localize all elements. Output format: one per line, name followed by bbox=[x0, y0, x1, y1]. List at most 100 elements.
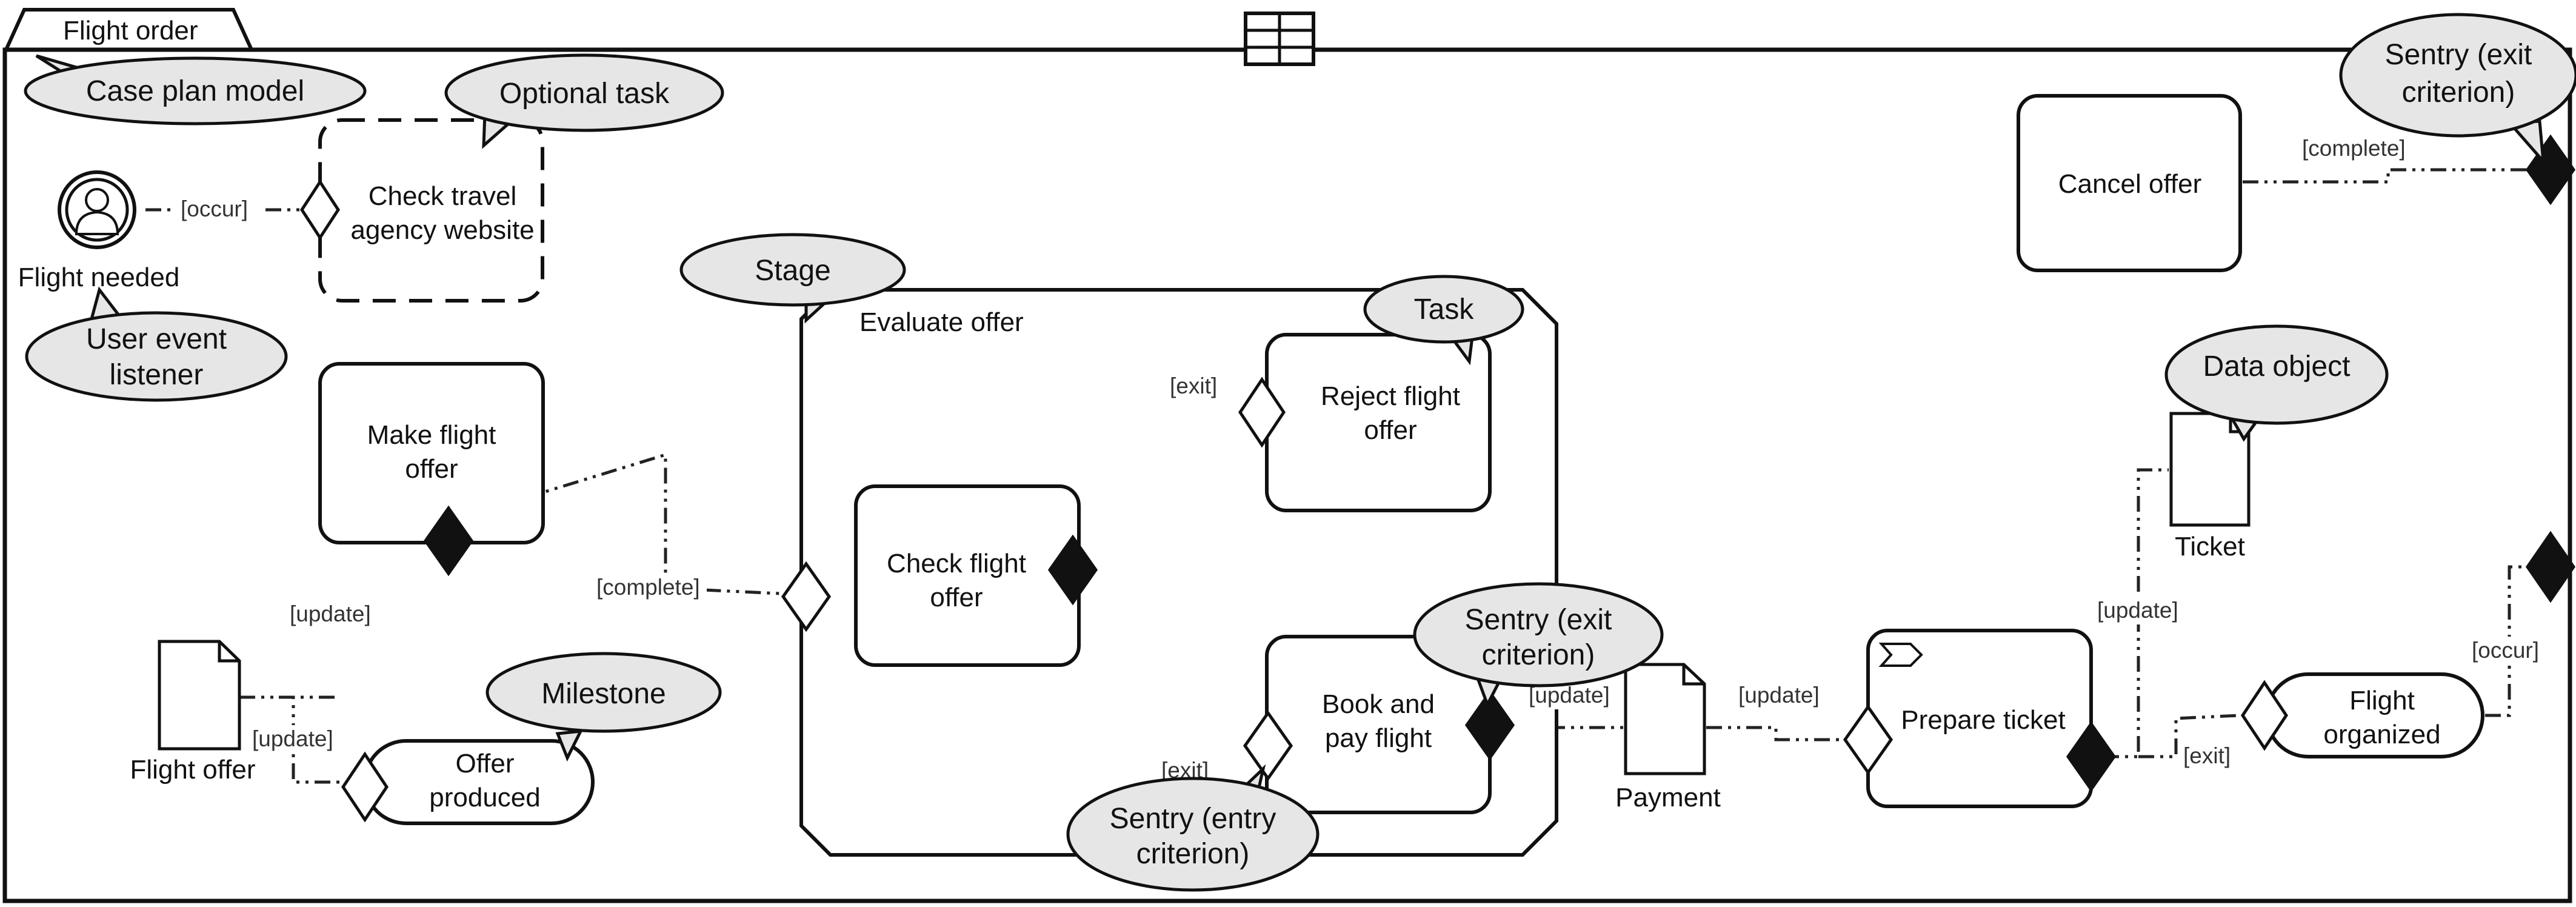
milestone-flight-organized[interactable]: Flight organized bbox=[2240, 672, 2484, 758]
update-1-bg bbox=[285, 600, 379, 628]
task-check-flight-label-1: Check flight bbox=[887, 549, 1026, 578]
complete-1-bg bbox=[593, 574, 707, 601]
payment-doc-fold bbox=[1682, 664, 1704, 686]
flight-offer-label: Flight offer bbox=[130, 755, 255, 785]
user-event-listener[interactable]: Flight needed bbox=[18, 170, 180, 292]
task-cancel-offer-box bbox=[2017, 94, 2242, 272]
entry-sentry-reject[interactable] bbox=[1238, 377, 1286, 448]
data-ticket[interactable]: Ticket bbox=[2169, 412, 2251, 561]
case-exit-sentry-mid[interactable] bbox=[2525, 530, 2576, 603]
task-check-flight-label-2: offer bbox=[930, 583, 983, 612]
condition-complete-2: [complete] bbox=[2302, 136, 2406, 161]
connector-cancel-to-sentry bbox=[2243, 168, 2532, 184]
exit-3-bg bbox=[2180, 742, 2235, 770]
task-make-offer[interactable]: Make flight offer bbox=[318, 362, 545, 577]
callout-milestone-text: Milestone bbox=[541, 678, 666, 710]
callout-sentry-entry-text-1: Sentry (entry bbox=[1110, 803, 1276, 835]
exit-sentry-make-offer[interactable] bbox=[423, 505, 474, 577]
case-plan-model: Flight order bbox=[2, 8, 2572, 903]
task-check-website-label-2: agency website bbox=[350, 215, 534, 245]
callout-task-text: Task bbox=[1414, 293, 1475, 326]
payment-label: Payment bbox=[1615, 783, 1721, 812]
update-5-bg bbox=[2094, 597, 2188, 624]
callout-case-plan-model: Case plan model bbox=[24, 54, 367, 126]
callout-stage: Stage bbox=[679, 233, 906, 324]
callout-sentry-exit-top: Sentry (exit criterion) bbox=[2339, 13, 2576, 166]
task-cancel-offer-label: Cancel offer bbox=[2058, 169, 2201, 199]
task-make-offer-label-2: offer bbox=[405, 454, 458, 484]
condition-occur-1: [occur] bbox=[181, 196, 248, 221]
task-book-pay-label-2: pay flight bbox=[1325, 723, 1432, 753]
callout-user-event-listener: User event listener bbox=[25, 286, 288, 402]
connector-make-offer-to-stage bbox=[448, 452, 793, 596]
milestone-offer-produced[interactable]: Offer produced bbox=[341, 739, 595, 825]
entry-sentry-website[interactable] bbox=[300, 179, 340, 241]
planning-table-icon bbox=[1244, 12, 1315, 66]
task-make-offer-label-1: Make flight bbox=[367, 420, 496, 450]
task-book-pay-label-1: Book and bbox=[1322, 689, 1435, 719]
task-check-website-label-1: Check travel bbox=[369, 181, 517, 211]
condition-complete-1: [complete] bbox=[596, 575, 700, 600]
callout-sentry-exit-top-text-1: Sentry (exit bbox=[2385, 39, 2532, 71]
connector-payment-to-prepare bbox=[1706, 726, 1843, 741]
task-check-website[interactable]: Check travel agency website bbox=[300, 118, 544, 303]
callout-optional-task-text: Optional task bbox=[499, 78, 670, 110]
task-make-offer-box bbox=[318, 362, 545, 544]
task-reject-flight[interactable]: Reject flight offer bbox=[1238, 333, 1492, 512]
ticket-label: Ticket bbox=[2175, 532, 2245, 561]
data-flight-offer[interactable]: Flight offer bbox=[130, 640, 256, 785]
flight-offer-doc-shape bbox=[158, 640, 241, 751]
connector-organized-to-sentry bbox=[2485, 565, 2534, 717]
user-icon bbox=[75, 188, 119, 235]
entry-sentry-milestone[interactable] bbox=[341, 751, 389, 823]
callout-sentry-entry-text-2: criterion) bbox=[1136, 838, 1250, 870]
task-check-flight[interactable]: Check flight offer bbox=[854, 484, 1098, 667]
callout-stage-text: Stage bbox=[755, 255, 830, 287]
task-prepare-ticket[interactable]: Prepare ticket bbox=[1843, 629, 2117, 808]
callout-sentry-exit-mid-text-2: criterion) bbox=[1482, 639, 1595, 671]
callout-task: Task bbox=[1363, 275, 1524, 366]
update-2-bg bbox=[249, 725, 343, 753]
entry-sentry-prepare[interactable] bbox=[1843, 704, 1894, 775]
task-book-pay[interactable]: Book and pay flight bbox=[1243, 635, 1515, 814]
process-task-icon bbox=[1878, 643, 1923, 667]
stage-title: Evaluate offer bbox=[859, 307, 1024, 337]
data-payment[interactable]: Payment bbox=[1615, 663, 1721, 812]
condition-labels: [occur] [update] [update] [complete] [ex… bbox=[176, 135, 2548, 785]
payment-doc-shape bbox=[1624, 663, 1706, 775]
entry-sentry-organized[interactable] bbox=[2240, 680, 2289, 751]
milestone-offer-produced-label-2: produced bbox=[429, 783, 540, 812]
task-reject-flight-label-2: offer bbox=[1364, 415, 1416, 445]
callout-sentry-exit-mid-text-1: Sentry (exit bbox=[1465, 604, 1612, 636]
condition-exit-3: [exit] bbox=[2183, 743, 2231, 768]
callout-case-plan-model-text: Case plan model bbox=[86, 75, 304, 107]
callout-user-event-listener-text-1: User event bbox=[86, 323, 227, 355]
condition-occur-2: [occur] bbox=[2472, 638, 2539, 663]
task-reject-flight-label-1: Reject flight bbox=[1321, 381, 1460, 411]
entry-sentry-book[interactable] bbox=[1243, 710, 1293, 781]
exit-sentry-check-flight[interactable] bbox=[1047, 534, 1098, 606]
flight-offer-doc-fold bbox=[218, 641, 239, 663]
callout-sentry-entry: Sentry (entry criterion) bbox=[1066, 764, 1320, 892]
complete-2-bg bbox=[2298, 135, 2412, 162]
update-4-bg bbox=[1735, 681, 1829, 709]
callout-user-event-listener-text-2: listener bbox=[110, 359, 204, 391]
callout-milestone: Milestone bbox=[486, 652, 722, 762]
entry-sentry-stage[interactable] bbox=[781, 561, 832, 632]
condition-update-1: [update] bbox=[290, 601, 371, 626]
task-cancel-offer[interactable]: Cancel offer bbox=[2017, 94, 2242, 272]
condition-update-4: [update] bbox=[1738, 683, 1820, 708]
occur-1-bg bbox=[176, 195, 259, 223]
condition-exit-1: [exit] bbox=[1170, 373, 1217, 398]
exit-sentry-book[interactable] bbox=[1464, 689, 1515, 761]
milestone-offer-produced-label-1: Offer bbox=[455, 749, 514, 778]
occur-2-bg bbox=[2468, 637, 2548, 664]
milestone-flight-organized-label-2: organized bbox=[2323, 720, 2440, 749]
case-plan-title: Flight order bbox=[63, 16, 198, 45]
exit-sentry-prepare[interactable] bbox=[2066, 721, 2117, 792]
callout-data-object-text: Data object bbox=[2203, 350, 2351, 383]
condition-update-2: [update] bbox=[252, 726, 333, 751]
milestone-flight-organized-label-1: Flight bbox=[2349, 686, 2415, 715]
callout-sentry-exit-mid: Sentry (exit criterion) bbox=[1413, 582, 1664, 709]
